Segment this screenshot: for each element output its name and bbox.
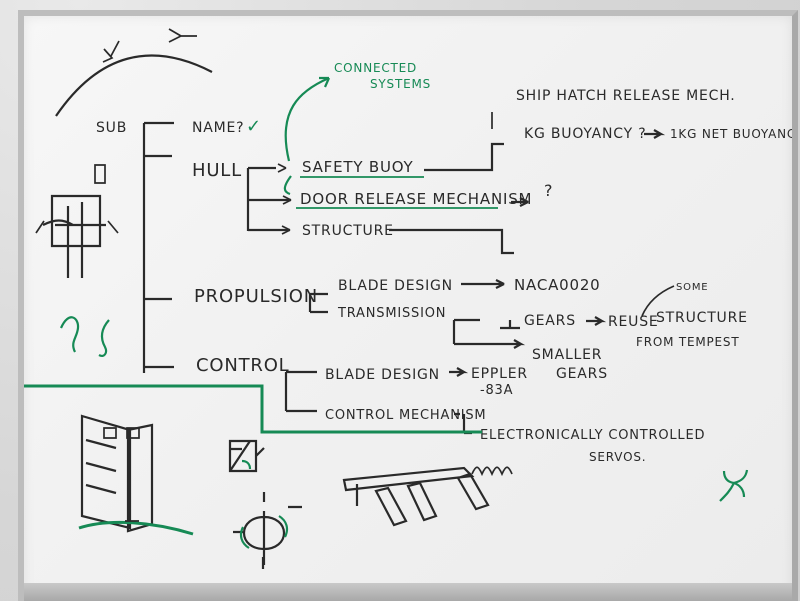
connected-label-1: CONNECTED (334, 61, 417, 75)
blade-design-arrow (461, 279, 505, 289)
kg-arrow (644, 129, 666, 139)
eppler-suffix-label: -83A (480, 383, 513, 398)
name-check-mark: ✓ (246, 116, 262, 137)
name-label: NAME? (192, 120, 244, 136)
control-mechanism-label: CONTROL MECHANISM (325, 408, 486, 423)
safety-to-options-line (424, 142, 504, 172)
ship-hatch-label: SHIP HATCH RELEASE MECH. (516, 88, 736, 104)
reuse-label: REUSE (608, 314, 659, 330)
servos-label: SERVOS. (589, 450, 646, 464)
control-gears-label: GEARS (556, 366, 608, 382)
ear-sketches (59, 316, 110, 357)
transmission-subtree (452, 318, 510, 346)
structure-label: STRUCTURE (302, 223, 394, 239)
rotor-arrows (239, 515, 289, 549)
gears-label: GEARS (524, 313, 576, 329)
kg-buoyancy-label: KG BUOYANCY ? (524, 126, 646, 142)
structure-branch-line (389, 228, 514, 255)
hull-arrowheads (277, 163, 292, 235)
sketch-mark (102, 40, 120, 63)
transmission-tee (500, 320, 520, 330)
connected-arrow-curve (284, 76, 330, 162)
door-arrow (511, 197, 529, 207)
hull-panel-base (78, 520, 194, 536)
blade-linkage-sketch (342, 466, 490, 527)
from-tempest-label: FROM TEMPEST (636, 335, 740, 349)
hull-panel-hinges (103, 427, 140, 522)
smaller-arrow (510, 339, 526, 349)
hull-arc-sketch (55, 54, 213, 117)
rotor-sketch (233, 492, 302, 569)
eppler-label: EPPLER (471, 366, 528, 382)
hull-panel-sketch (80, 414, 154, 533)
blade-design-label: BLADE DESIGN (338, 278, 453, 294)
naca-label: NACA0020 (514, 276, 601, 294)
flower-doodle (719, 469, 749, 502)
some-label: SOME (676, 282, 708, 293)
connected-label-2: SYSTEMS (370, 77, 431, 91)
electronically-controlled-label: ELECTRONICALLY CONTROLLED (480, 428, 705, 443)
kg-net-buoyancy-label: 1KG NET BUOYANCY (670, 127, 792, 141)
transmission-label: TRANSMISSION (337, 306, 446, 321)
spring-sketch (471, 466, 513, 477)
rotation-arrow-sketch (168, 28, 197, 43)
safety-buoy-label: SAFETY BUOY (302, 158, 414, 176)
marker-tray (24, 583, 792, 601)
connected-link-to-door (283, 175, 292, 196)
hull-label: HULL (192, 160, 242, 181)
green-divider-line (24, 384, 482, 434)
hull-subtree (246, 166, 291, 232)
sub-label: SUB (96, 120, 127, 136)
structure-from-label: STRUCTURE (656, 310, 748, 326)
control-blade-design-label: BLADE DESIGN (325, 367, 440, 383)
propulsion-label: PROPULSION (194, 286, 318, 307)
submarine-sketch (42, 194, 106, 278)
control-blade-arrow (449, 367, 469, 377)
door-release-label: DOOR RELEASE MECHANISM (300, 190, 532, 208)
board-ink: SUB NAME? ✓ HULL PROPULSION CONTROL SAFE… (24, 28, 792, 569)
submarine-details (35, 164, 119, 234)
propulsion-subtree (308, 292, 328, 314)
connected-arrowhead (319, 76, 331, 88)
door-question: ? (544, 181, 553, 200)
some-curve (641, 285, 675, 317)
switch-sketch (228, 439, 265, 473)
control-subtree (284, 370, 317, 413)
gears-arrow (586, 316, 607, 326)
whiteboard: SUB NAME? ✓ HULL PROPULSION CONTROL SAFE… (18, 10, 798, 601)
smaller-label: SMALLER (532, 347, 602, 363)
control-label: CONTROL (196, 355, 290, 376)
switch-green-mark (241, 459, 252, 470)
